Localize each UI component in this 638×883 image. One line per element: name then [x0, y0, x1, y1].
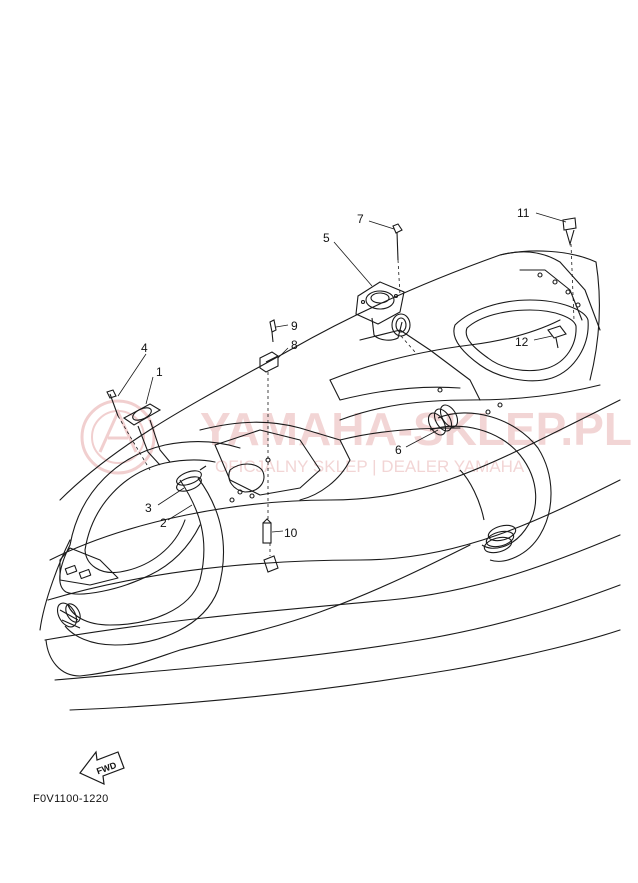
watermark-subtitle: OFICJALNY SKLEP | DEALER YAMAHA: [215, 457, 525, 476]
callout-6: 6: [395, 443, 402, 457]
callout-10: 10: [284, 526, 298, 540]
hull-outline: [39, 250, 621, 711]
part-10-bolt: [262, 518, 279, 573]
callout-2: 2: [160, 516, 167, 530]
callout-1: 1: [156, 365, 163, 379]
part-7-screw: [392, 223, 403, 261]
watermark-logo: [80, 399, 156, 475]
callout-11: 11: [517, 206, 530, 220]
callouts: 1 2 3 4 5 6 7 8 9 10 11 12: [141, 206, 530, 540]
watermark: YAMAHA-SKLEP.PL OFICJALNY SKLEP | DEALER…: [80, 399, 632, 476]
part-12-clip: [547, 325, 567, 349]
leader-lines: [117, 212, 567, 533]
part-9-pin: [269, 319, 277, 343]
part-11-screw: [562, 217, 577, 247]
callout-9: 9: [291, 319, 298, 333]
part-8-grommet: [259, 351, 279, 373]
figure-code: F0V1100-1220: [33, 793, 109, 805]
part-4-screw: [106, 389, 119, 417]
assembly-lines: [117, 243, 575, 556]
part-1-cap: [122, 403, 171, 466]
part-3-clamp: [176, 465, 207, 492]
callout-5: 5: [323, 231, 330, 245]
callout-12: 12: [515, 335, 529, 349]
callout-3: 3: [145, 501, 152, 515]
callout-4: 4: [141, 341, 148, 355]
fwd-arrow-icon: FWD: [79, 750, 125, 785]
part-2-duct: [56, 477, 225, 646]
callout-8: 8: [291, 338, 298, 352]
part-6-duct: [427, 404, 552, 562]
callout-7: 7: [357, 212, 364, 226]
